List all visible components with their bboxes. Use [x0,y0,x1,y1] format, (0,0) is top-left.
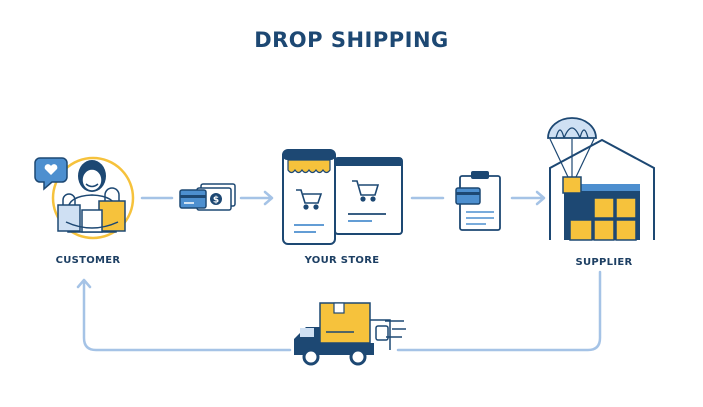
order-clipboard-icon [455,171,501,231]
label-customer: CUSTOMER [55,255,121,266]
diagram-title: DROP SHIPPING [254,28,449,52]
label-supplier: SUPPLIER [575,257,633,268]
arrow-order-to-supplier [510,190,546,206]
arrow-truck-to-customer [76,278,292,352]
arrow-payment-to-store [239,190,274,206]
delivery-truck-icon [294,302,406,366]
arrow-supplier-to-truck [396,270,602,352]
supplier-illustration [547,117,655,241]
svg-text:$: $ [213,196,219,206]
cart-icon [352,180,380,202]
store-illustration [282,149,403,245]
label-your-store: YOUR STORE [304,255,380,266]
payment-icon: $ [179,183,236,211]
customer-illustration [34,156,135,240]
connector-arrows [76,190,602,352]
cart-icon [296,189,323,210]
